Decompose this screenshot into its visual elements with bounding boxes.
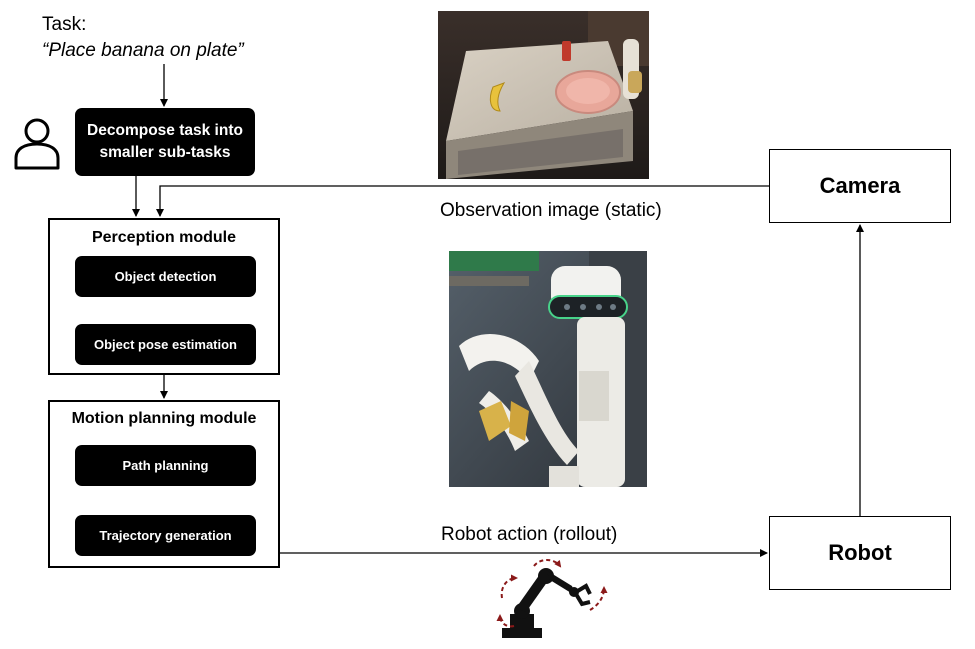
camera-to-perception-arrow bbox=[156, 185, 769, 217]
camera-label: Camera bbox=[819, 173, 901, 198]
perception-module: Perception module Object detection Objec… bbox=[48, 218, 280, 375]
path-planning-label: Path planning bbox=[122, 458, 209, 473]
trajectory-generation-box: Trajectory generation bbox=[75, 515, 256, 556]
robot-arm-icon bbox=[496, 559, 608, 638]
perception-module-title: Perception module bbox=[91, 229, 237, 246]
observation-edge-label: Observation image (static) bbox=[440, 200, 662, 221]
robot-photo bbox=[449, 251, 647, 487]
motion-planning-module: Motion planning module Path planning Tra… bbox=[48, 400, 280, 568]
object-pose-estimation-label: Object pose estimation bbox=[93, 337, 238, 352]
observation-photo bbox=[438, 11, 649, 179]
action-edge-label: Robot action (rollout) bbox=[441, 524, 618, 545]
robot-label: Robot bbox=[828, 540, 892, 565]
robot-box: Robot bbox=[769, 516, 951, 590]
decompose-task-label: Decompose task into smaller sub-tasks bbox=[87, 122, 243, 161]
object-detection-box: Object detection bbox=[75, 256, 256, 297]
motion-planning-module-title: Motion planning module bbox=[71, 410, 257, 427]
object-pose-estimation-box: Object pose estimation bbox=[75, 324, 256, 365]
decompose-task-box: Decompose task into smaller sub-tasks bbox=[75, 108, 255, 176]
person-icon bbox=[14, 118, 60, 170]
task-label: Task: bbox=[42, 14, 87, 35]
task-text: “Place banana on plate” bbox=[42, 40, 244, 61]
trajectory-generation-label: Trajectory generation bbox=[99, 528, 232, 543]
camera-box: Camera bbox=[769, 149, 951, 223]
path-planning-box: Path planning bbox=[75, 445, 256, 486]
object-detection-label: Object detection bbox=[114, 269, 217, 284]
